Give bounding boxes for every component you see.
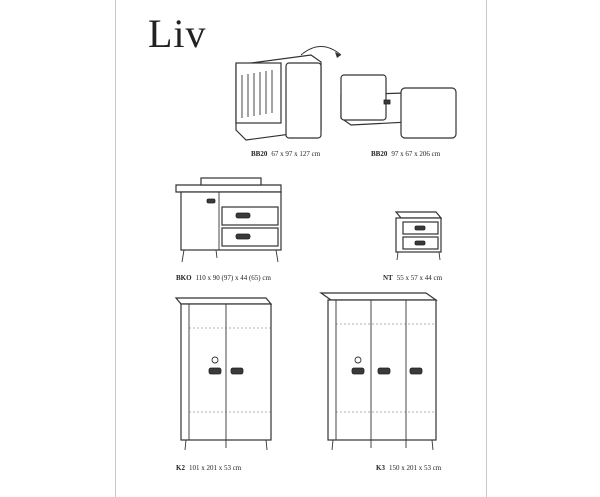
caption-dims: 97 x 67 x 206 cm: [391, 150, 441, 158]
changing-dresser-drawing: [175, 177, 282, 263]
caption-code: BKO: [176, 274, 192, 282]
page-title: Liv: [148, 11, 207, 56]
convert-arrow-icon: [300, 46, 342, 56]
caption-code: K3: [376, 464, 385, 472]
crib-drawing: [235, 54, 322, 141]
caption-dims: 101 x 201 x 53 cm: [188, 464, 242, 472]
caption-code: NT: [383, 274, 393, 282]
nightstand-drawing: [394, 211, 443, 261]
wardrobe-k3-drawing: [319, 292, 438, 451]
junior-bed-drawing: [340, 74, 457, 139]
caption-code: BB20: [371, 150, 388, 158]
wardrobe-k2-drawing: [174, 297, 273, 451]
caption-dims: 150 x 201 x 53 cm: [388, 464, 442, 472]
caption-code: BB20: [251, 150, 268, 158]
caption-dims: 67 x 97 x 127 cm: [271, 150, 321, 158]
arrow-head-icon: [335, 52, 341, 58]
caption-code: K2: [176, 464, 185, 472]
caption-dims: 110 x 90 (97) x 44 (65) cm: [195, 274, 271, 282]
furniture-drawings: [174, 46, 457, 451]
catalog-page: Liv: [115, 0, 487, 497]
caption-dims: 55 x 57 x 44 cm: [396, 274, 443, 282]
